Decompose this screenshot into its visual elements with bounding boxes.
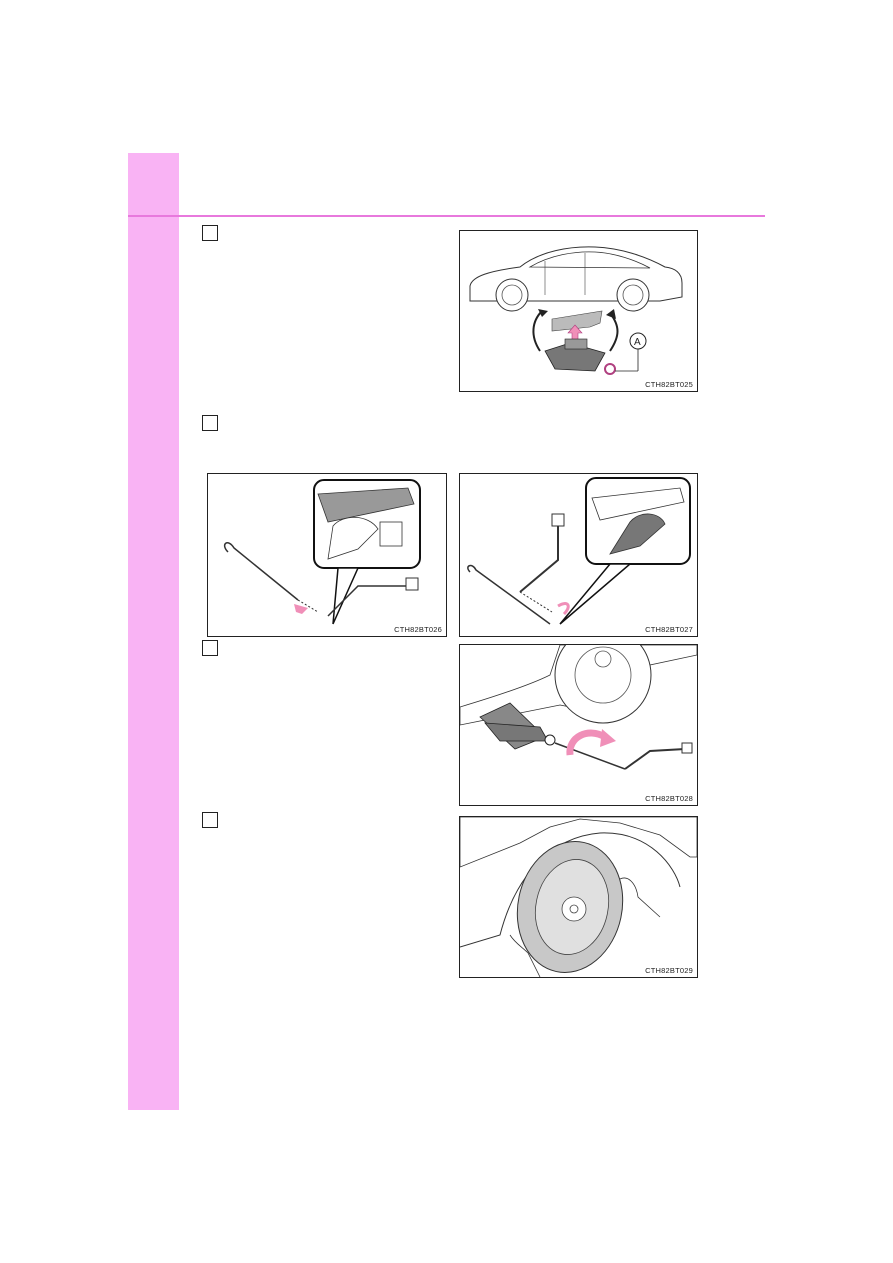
jack-raise-illustration xyxy=(460,645,697,770)
figure-code: CTH82BT029 xyxy=(645,966,693,975)
figure-wrench-assembly: CTH82BT027 xyxy=(459,473,698,637)
figure-jack-position: A CTH82BT025 xyxy=(459,230,698,392)
callout-label-a: A xyxy=(634,337,641,348)
figure-code: CTH82BT027 xyxy=(645,625,693,634)
figure-remove-wheel: CTH82BT029 xyxy=(459,816,698,978)
wrench-illustration xyxy=(467,477,691,625)
figure-raise-jack: CTH82BT028 xyxy=(459,644,698,806)
figure-code: CTH82BT026 xyxy=(394,625,442,634)
step-2-marker xyxy=(202,415,218,431)
step-3-marker xyxy=(202,640,218,656)
figure-code: CTH82BT028 xyxy=(645,794,693,803)
car-jack-illustration: A xyxy=(469,246,683,375)
step-4-marker xyxy=(202,812,218,828)
section-tab xyxy=(128,153,179,1110)
jack-handle-illustration xyxy=(223,479,421,625)
header-rule xyxy=(128,215,765,217)
figure-handle-assembly: CTH82BT026 xyxy=(207,473,447,637)
step-1-marker xyxy=(202,225,218,241)
wheel-removal-illustration xyxy=(460,817,697,977)
figure-code: CTH82BT025 xyxy=(645,380,693,389)
